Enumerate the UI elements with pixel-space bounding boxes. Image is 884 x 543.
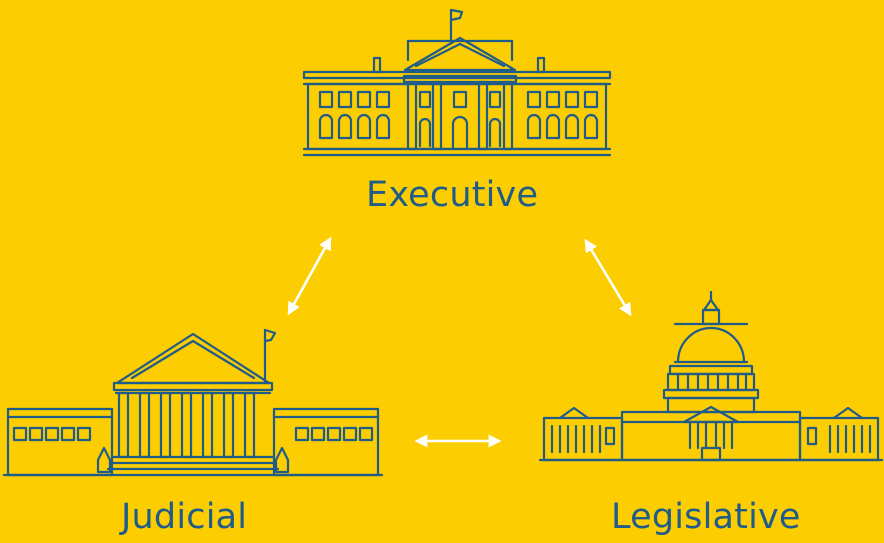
arrow-executive-legislative [584,238,632,317]
capitol-building-icon [538,290,884,462]
judicial-label: Judicial [121,497,248,537]
executive-label: Executive [366,175,539,215]
arrow-executive-judicial [287,236,332,316]
legislative-label: Legislative [611,497,801,537]
supreme-court-icon [2,328,384,477]
connection-arrows [287,236,632,448]
white-house-icon [302,8,612,157]
